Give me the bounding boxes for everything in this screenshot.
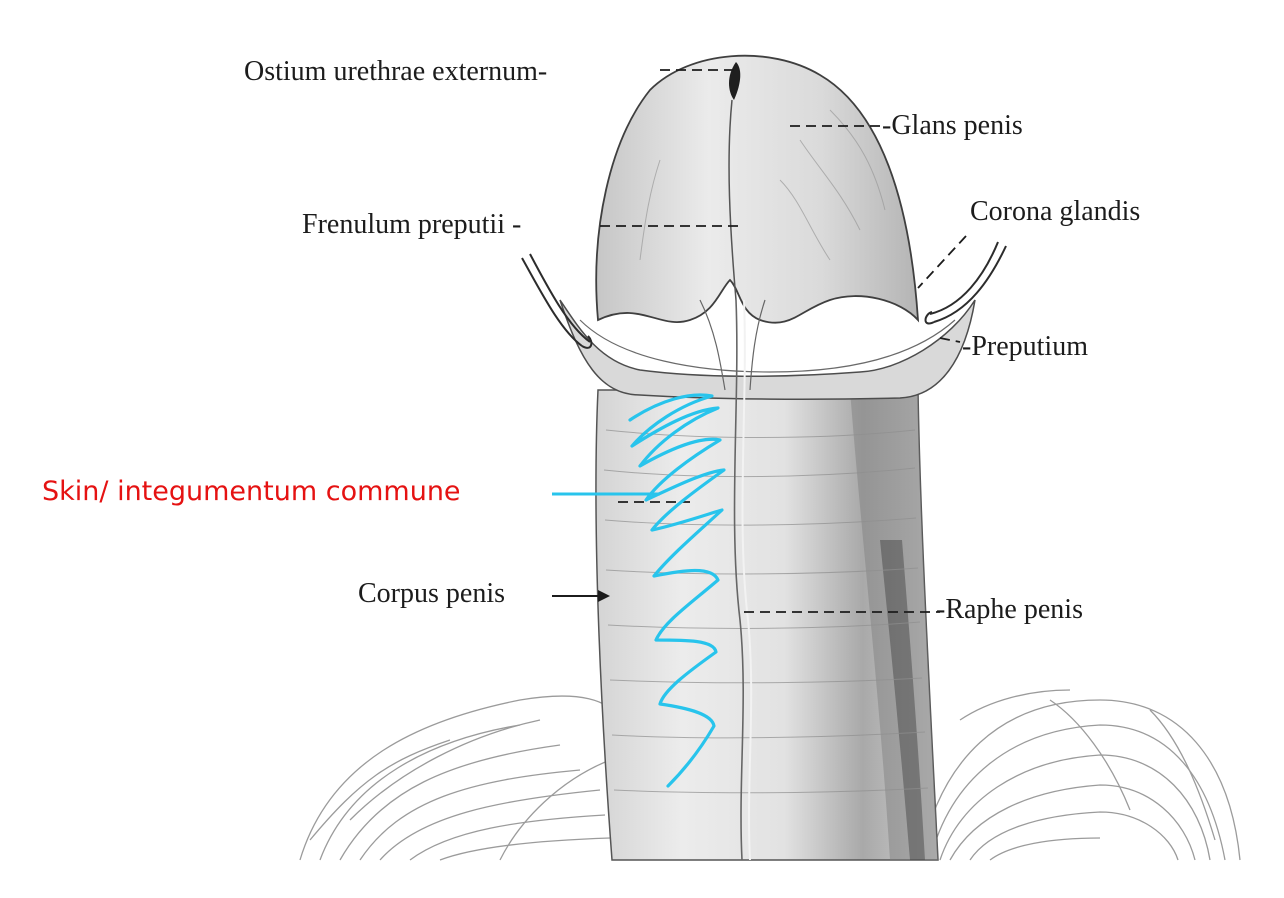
corpus-shaft [595, 389, 939, 861]
label-preputium: -Preputium [962, 331, 1088, 362]
raphe-line [733, 299, 745, 861]
label-corona-glandis: Corona glandis [970, 196, 1141, 227]
label-ostium-urethrae-externum: Ostium urethrae externum- [244, 56, 548, 87]
retractor-hooks [521, 241, 1007, 349]
annotation-scribble [628, 393, 726, 788]
label-frenulum-preputii: Frenulum preputii - [302, 209, 522, 240]
label-raphe-penis: -Raphe penis [936, 594, 1083, 625]
glans-shape [595, 54, 920, 324]
label-glans-penis: -Glans penis [882, 110, 1023, 141]
annotation-label-skin: Skin/ integumentum commune [42, 476, 461, 507]
preputium-fold [559, 299, 976, 400]
pubic-hair [299, 689, 1241, 861]
ostium-opening [729, 62, 741, 100]
leader-lines [600, 69, 967, 613]
label-corpus-penis: Corpus penis [358, 578, 505, 609]
